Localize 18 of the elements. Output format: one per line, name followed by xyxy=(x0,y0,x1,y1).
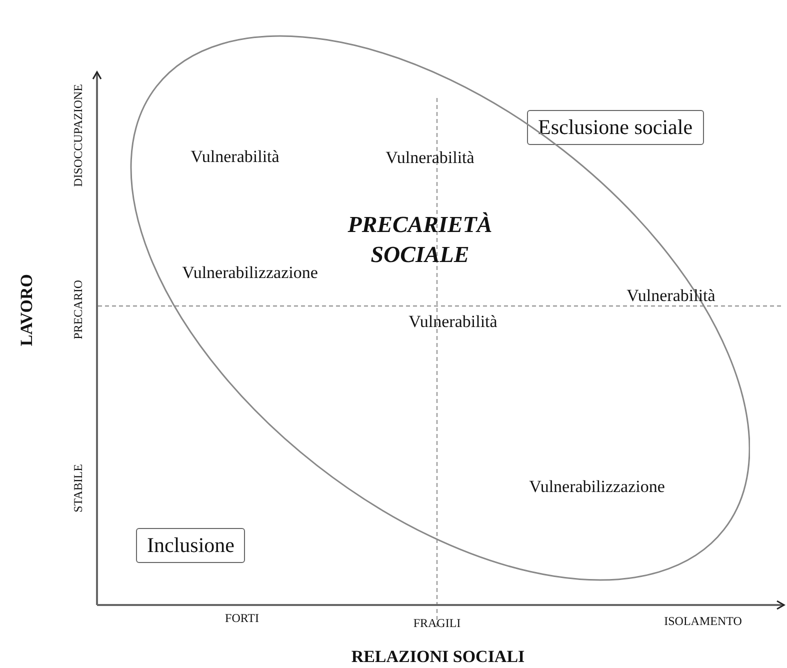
region-label: Vulnerabilità xyxy=(190,147,280,167)
axis-title: RELAZIONI SOCIALI xyxy=(351,647,525,667)
axis-tick-label: STABILE xyxy=(72,464,86,512)
category-box: Esclusione sociale xyxy=(527,110,704,145)
axis-tick-label: FRAGILI xyxy=(413,617,461,631)
region-label: Vulnerabilizzazione xyxy=(182,263,318,283)
axis-title: LAVORO xyxy=(17,274,37,346)
category-box: Inclusione xyxy=(136,528,246,563)
region-title: PRECARIETÀ SOCIALE xyxy=(346,210,494,269)
region-label: Vulnerabilizzazione xyxy=(529,477,665,497)
region-label: Vulnerabilità xyxy=(386,148,474,168)
region-label: Vulnerabilità xyxy=(626,286,716,306)
axis-tick-label: DISOCCUPAZIONE xyxy=(72,84,86,186)
axis-tick-label: ISOLAMENTO xyxy=(664,615,742,629)
axis-tick-label: PRECARIO xyxy=(72,280,86,340)
ellipse-region xyxy=(130,35,750,581)
region-label: Vulnerabilità xyxy=(408,312,498,332)
axis-tick-label: FORTI xyxy=(225,612,259,626)
